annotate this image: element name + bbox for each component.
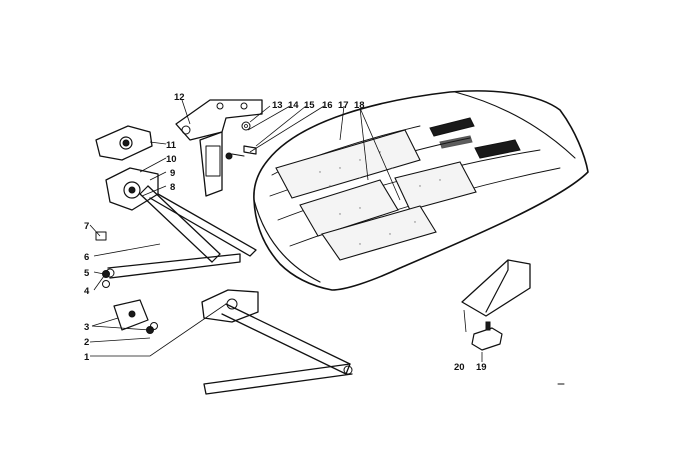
- callout-18: 18: [354, 100, 365, 111]
- strut-upper-mount: [105, 167, 221, 263]
- callout-17: 17: [338, 100, 349, 111]
- hood-lock-plate: [95, 125, 153, 161]
- callout-5: 5: [84, 268, 90, 279]
- callout-1: 1: [84, 352, 90, 363]
- callout-13: 13: [272, 100, 283, 111]
- hinge-screws: [225, 121, 257, 160]
- lower-bracket: [113, 289, 259, 331]
- insulation-pads: [275, 129, 477, 261]
- callout-14: 14: [288, 100, 299, 111]
- hood-stripes: [429, 117, 521, 159]
- support-arms: [105, 193, 353, 395]
- callout-11: 11: [166, 140, 177, 151]
- callout-7: 7: [84, 221, 89, 232]
- callout-19: 19: [476, 362, 487, 373]
- leader-lines: [89, 99, 483, 362]
- hood-rest-bracket: [461, 259, 531, 317]
- callout-10: 10: [166, 154, 177, 165]
- callout-3: 3: [84, 322, 89, 333]
- callout-4: 4: [84, 286, 90, 297]
- callout-labels: 1 2 3 4 5 6 7 8 9 10 11 12 13 14 15 16 1…: [84, 92, 487, 373]
- callout-9: 9: [170, 168, 175, 179]
- small-fasteners: [95, 231, 158, 334]
- callout-15: 15: [304, 100, 315, 111]
- callout-16: 16: [322, 100, 333, 111]
- callout-8: 8: [170, 182, 175, 193]
- hinge-bracket: [175, 99, 263, 197]
- callout-2: 2: [84, 337, 89, 348]
- callout-20: 20: [454, 362, 465, 373]
- rubber-buffer: [471, 321, 503, 351]
- callout-6: 6: [84, 252, 89, 263]
- callout-12: 12: [174, 92, 185, 103]
